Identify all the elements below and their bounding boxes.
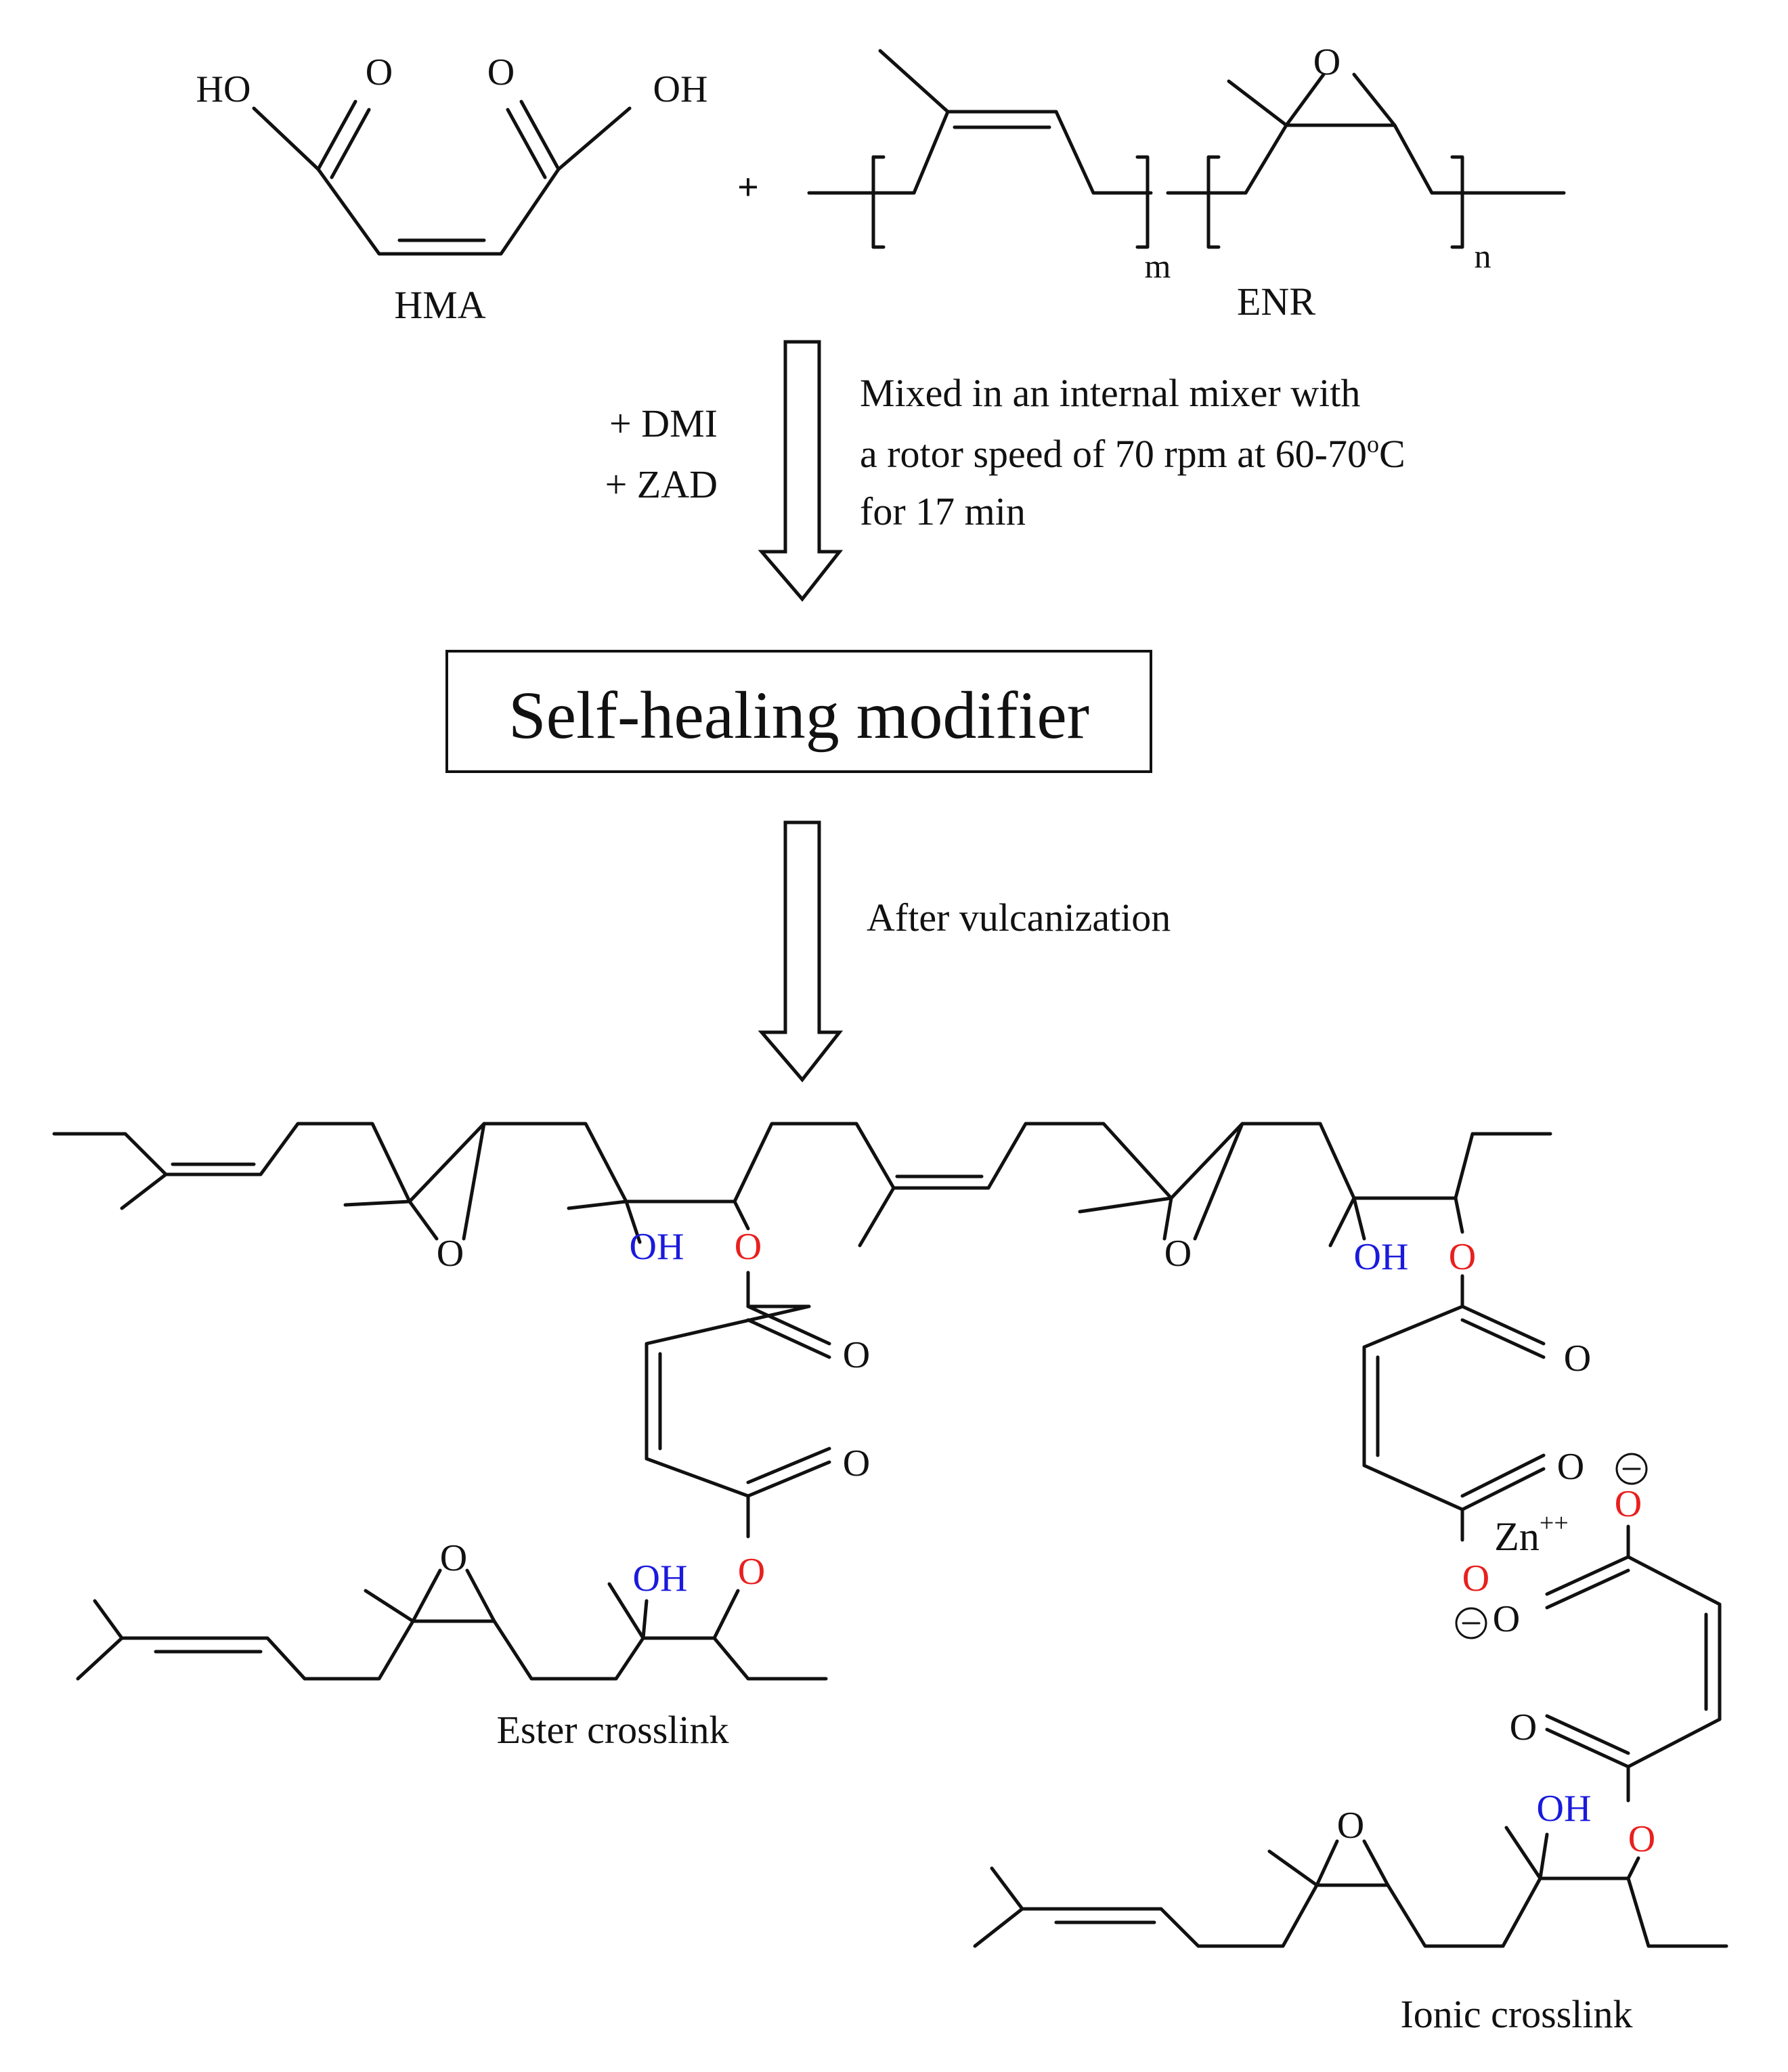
- negative-charge-icon: [1615, 1453, 1648, 1485]
- vulcanization-condition: After vulcanization: [867, 896, 1171, 940]
- hma-carbonyl-o-right: O: [487, 51, 515, 93]
- ionic-bottom-chain: O OH Ionic crosslink: [973, 1788, 1728, 2036]
- enr-name: ENR: [1237, 280, 1315, 324]
- degree-symbol: o: [1367, 431, 1379, 458]
- enr-subscript-m: m: [1145, 247, 1171, 285]
- ester-o-lower: O: [738, 1551, 765, 1593]
- hma-name: HMA: [394, 283, 485, 327]
- ionic-carbonyl-o-2: O: [1557, 1446, 1584, 1488]
- reagent-dmi: + DMI: [609, 401, 718, 445]
- ionic-crosslink-linker: O O O O Zn++ O O O: [1362, 1274, 1722, 1860]
- ionic-carboxylate-o-2: O: [1615, 1483, 1642, 1525]
- top-oh-1: OH: [630, 1226, 684, 1268]
- step2-arrow: [758, 820, 844, 1082]
- negative-charge-icon: [1455, 1607, 1487, 1639]
- ionic-carbonyl-o-4: O: [1510, 1706, 1537, 1748]
- ionic-carbonyl-o-3: O: [1493, 1598, 1520, 1640]
- ionic-bottom-oh: OH: [1537, 1788, 1592, 1830]
- ionic-ester-o: O: [1628, 1818, 1655, 1860]
- enr-structure: O m n ENR: [807, 41, 1566, 324]
- ester-bottom-oh: OH: [633, 1558, 688, 1600]
- ionic-epoxide-o: O: [1337, 1805, 1364, 1847]
- ionic-carboxylate-o-1: O: [1462, 1558, 1489, 1600]
- condition-line-1: Mixed in an internal mixer with: [860, 371, 1360, 415]
- ionic-crosslink-label: Ionic crosslink: [1400, 1992, 1632, 2036]
- hma-carbonyl-o-left: O: [366, 51, 393, 93]
- top-epoxide-o-1: O: [437, 1233, 464, 1275]
- zinc-charge: ++: [1540, 1509, 1569, 1537]
- ester-bottom-chain: O OH Ester crosslink: [76, 1537, 828, 1752]
- top-ester-o-2: O: [1449, 1236, 1476, 1278]
- condition-line-2-text: a rotor speed of 70 rpm at 60-70: [860, 432, 1367, 476]
- zinc-symbol: Zn: [1494, 1514, 1540, 1559]
- enr-subscript-n: n: [1475, 237, 1491, 275]
- top-polymer-chain: O OH O O OH O: [52, 1122, 1552, 1278]
- ester-epoxide-o: O: [440, 1537, 467, 1579]
- zinc-ion: Zn++: [1494, 1509, 1569, 1559]
- top-epoxide-o-2: O: [1164, 1233, 1192, 1275]
- ionic-carbonyl-o-1: O: [1564, 1338, 1591, 1380]
- enr-epoxide-o: O: [1313, 41, 1340, 83]
- hma-oh-label: OH: [653, 68, 708, 110]
- plus-sign: +: [737, 167, 759, 208]
- ester-carbonyl-o-2: O: [843, 1442, 870, 1484]
- reagent-zad: + ZAD: [605, 462, 718, 506]
- ester-crosslink-linker: O O O: [645, 1271, 870, 1593]
- condition-line-2: a rotor speed of 70 rpm at 60-70oC: [860, 431, 1405, 476]
- ester-crosslink-label: Ester crosslink: [496, 1708, 728, 1752]
- condition-line-3: for 17 min: [860, 489, 1026, 533]
- modifier-box: [445, 650, 1152, 773]
- modifier-label: Self-healing modifier: [508, 678, 1089, 753]
- step1-arrow: [758, 340, 844, 602]
- top-oh-2: OH: [1354, 1236, 1409, 1278]
- hma-ho-label: HO: [196, 68, 251, 110]
- hma-structure: HO O O OH HMA: [196, 51, 708, 327]
- ester-carbonyl-o-1: O: [843, 1334, 870, 1376]
- temperature-unit: C: [1379, 432, 1405, 476]
- top-ester-o-1: O: [735, 1226, 762, 1268]
